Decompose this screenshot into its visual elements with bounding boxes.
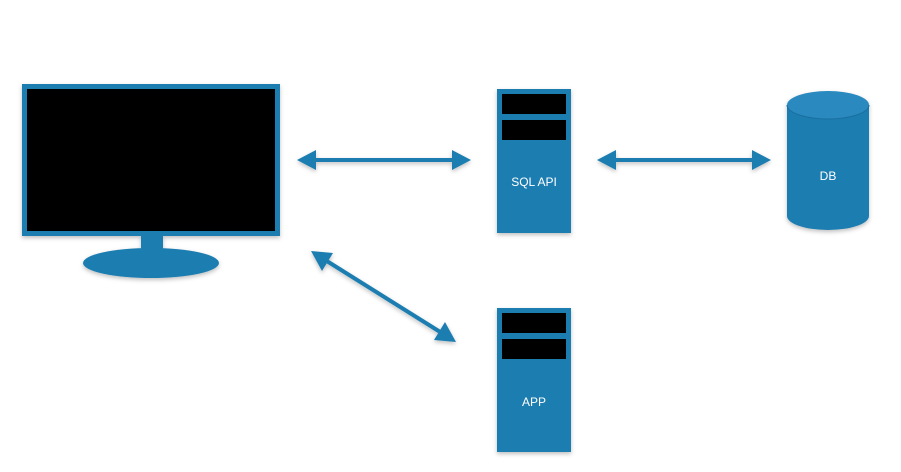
arrow-head-left xyxy=(597,150,616,170)
drive-bay xyxy=(502,339,566,359)
db-top xyxy=(787,91,869,119)
monitor-base xyxy=(83,248,219,278)
arrow-shaft xyxy=(320,256,447,337)
db-top-rim xyxy=(786,104,870,120)
drive-bay xyxy=(502,120,566,140)
arrow-head-upper xyxy=(311,251,333,271)
monitor-icon xyxy=(22,84,280,278)
db-label: DB xyxy=(820,169,837,183)
sql-api-label: SQL API xyxy=(511,175,557,189)
arrow-head-right xyxy=(452,150,471,170)
drive-bay xyxy=(502,313,566,333)
bidirectional-arrow xyxy=(597,150,771,170)
bidirectional-arrow xyxy=(297,150,471,170)
arrow-head-right xyxy=(752,150,771,170)
monitor-screen xyxy=(27,89,275,231)
app-server: APP xyxy=(497,308,571,452)
arrow-head-lower xyxy=(434,322,456,342)
database-cylinder-icon: DB xyxy=(786,91,870,230)
bidirectional-arrow xyxy=(311,251,456,342)
sql-api-server: SQL API xyxy=(497,89,571,233)
db-body xyxy=(787,105,869,230)
app-label: APP xyxy=(522,395,546,409)
drive-bay xyxy=(502,94,566,114)
arrow-head-left xyxy=(297,150,316,170)
